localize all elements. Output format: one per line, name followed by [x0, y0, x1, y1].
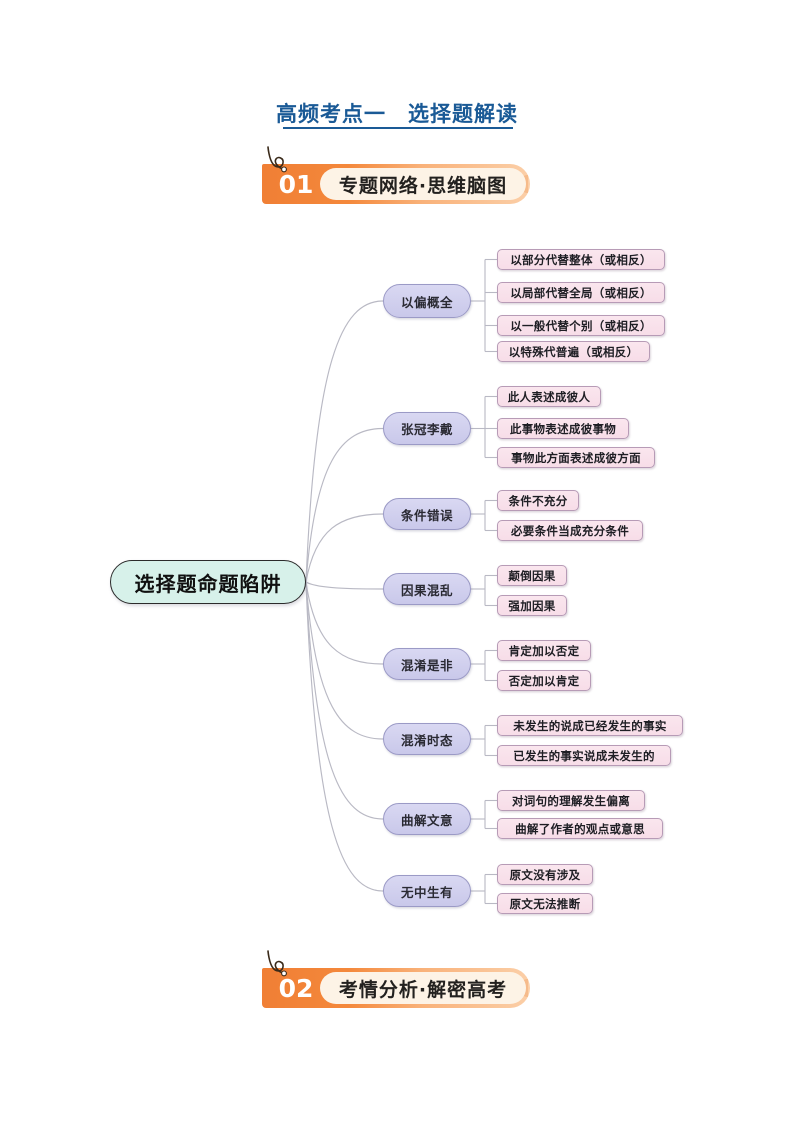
mindmap-leaf-node-8-2-label: 原文无法推断	[509, 896, 581, 911]
mindmap-branch-node-7-label: 曲解文意	[400, 812, 453, 828]
mindmap-leaf-node-5-2: 否定加以肯定	[497, 670, 591, 691]
mindmap-branch-node-1-label: 以偏概全	[400, 294, 453, 310]
mindmap-edge	[305, 581, 384, 590]
mindmap-branch-node-3: 条件错误	[383, 498, 471, 530]
mindmap-leaf-node-1-3-label: 以一般代替个别（或相反）	[510, 318, 652, 333]
mindmap-edge	[305, 581, 384, 665]
mindmap-leaf-node-4-1-label: 颠倒因果	[508, 568, 556, 583]
section-badge-02: 考情分析·解密高考 02	[262, 950, 530, 1008]
mindmap-leaf-node-6-2: 已发生的事实说成未发生的	[497, 745, 671, 766]
mindmap-branch-node-6: 混淆时态	[383, 723, 471, 755]
mindmap-center-node-label: 选择题命题陷阱	[134, 571, 282, 596]
mindmap-branch-node-5: 混淆是非	[383, 648, 471, 680]
section-badge-01: 专题网络·思维脑图 01	[262, 146, 530, 204]
mindmap-leaf-node-1-1-label: 以部分代替整体（或相反）	[510, 252, 652, 267]
ribbon-curl-icon	[267, 950, 287, 977]
section-badge-label: 考情分析·解密高考	[338, 978, 508, 1001]
badge-inner-pill: 考情分析·解密高考	[320, 972, 526, 1004]
mindmap-leaf-node-1-3: 以一般代替个别（或相反）	[497, 315, 665, 336]
mindmap-branch-node-7: 曲解文意	[383, 803, 471, 835]
mindmap-leaf-node-2-2: 此事物表述成彼事物	[497, 418, 629, 439]
mindmap-leaf-node-3-1-label: 条件不充分	[508, 493, 568, 508]
mindmap-leaf-node-2-1: 此人表述成彼人	[497, 386, 601, 407]
mindmap-leaf-node-8-1: 原文没有涉及	[497, 864, 593, 885]
mindmap-edge	[305, 300, 384, 583]
mindmap-leaf-node-3-2-label: 必要条件当成充分条件	[511, 523, 629, 538]
mindmap-leaf-node-1-2-label: 以局部代替全局（或相反）	[510, 285, 652, 300]
badge-inner-pill: 专题网络·思维脑图	[320, 168, 526, 200]
mindmap-branch-node-5-label: 混淆是非	[400, 657, 453, 673]
mindmap-leaf-node-8-1-label: 原文没有涉及	[509, 867, 581, 882]
mindmap-edge	[305, 513, 384, 583]
section-badge-number: 02	[278, 974, 314, 1003]
mindmap-leaf-node-1-2: 以局部代替全局（或相反）	[497, 282, 665, 303]
mindmap-edge	[305, 581, 384, 820]
mindmap-leaf-node-4-2: 强加因果	[497, 595, 567, 616]
mindmap-leaf-node-5-1-label: 肯定加以否定	[508, 643, 580, 658]
mindmap-leaf-node-7-1-label: 对词句的理解发生偏离	[512, 793, 630, 808]
mindmap-leaf-node-5-2-label: 否定加以肯定	[508, 673, 580, 688]
page-title-underline	[283, 127, 513, 129]
mindmap-leaf-node-6-1-label: 未发生的说成已经发生的事实	[513, 718, 667, 733]
mindmap-leaf-node-5-1: 肯定加以否定	[497, 640, 591, 661]
mindmap-leaf-node-1-1: 以部分代替整体（或相反）	[497, 249, 665, 270]
mindmap-leaf-node-7-2: 曲解了作者的观点或意思	[497, 818, 663, 839]
mindmap-branch-node-2-label: 张冠李戴	[400, 422, 453, 437]
mindmap-center-node: 选择题命题陷阱	[110, 560, 306, 604]
section-badge-label: 专题网络·思维脑图	[338, 174, 508, 197]
mindmap-leaf-node-8-2: 原文无法推断	[497, 893, 593, 914]
mindmap-edge	[305, 427, 384, 583]
mindmap-leaf-node-7-1: 对词句的理解发生偏离	[497, 790, 645, 811]
mindmap-leaf-node-4-1: 颠倒因果	[497, 565, 567, 586]
mindmap-leaf-node-3-2: 必要条件当成充分条件	[497, 520, 643, 541]
ribbon-curl-icon	[267, 146, 287, 173]
mindmap-leaf-node-2-2-label: 此事物表述成彼事物	[509, 421, 617, 436]
mindmap-leaf-node-6-2-label: 已发生的事实说成未发生的	[513, 748, 655, 763]
mindmap-leaf-node-7-2-label: 曲解了作者的观点或意思	[515, 821, 645, 836]
section-badge-number: 01	[278, 170, 314, 199]
mindmap-branch-node-1: 以偏概全	[383, 284, 471, 318]
mindmap-leaf-node-1-4-label: 以特殊代普遍（或相反）	[508, 344, 639, 359]
mindmap-leaf-node-2-3: 事物此方面表述成彼方面	[497, 447, 655, 468]
mindmap-branch-node-8-label: 无中生有	[400, 884, 453, 900]
mindmap-branch-node-4: 因果混乱	[383, 573, 471, 605]
mindmap-edge	[305, 581, 384, 740]
mindmap-leaf-node-2-1-label: 此人表述成彼人	[507, 389, 591, 404]
mindmap-leaf-node-3-1: 条件不充分	[497, 490, 579, 511]
mindmap-leaf-node-4-2-label: 强加因果	[508, 598, 556, 613]
mindmap-leaf-node-1-4: 以特殊代普遍（或相反）	[497, 341, 650, 362]
mindmap-branch-node-3-label: 条件错误	[400, 507, 453, 523]
mindmap-branch-node-4-label: 因果混乱	[400, 582, 453, 598]
mindmap-leaf-node-6-1: 未发生的说成已经发生的事实	[497, 715, 683, 736]
mindmap-branch-node-6-label: 混淆时态	[400, 732, 453, 748]
mindmap-leaf-node-2-3-label: 事物此方面表述成彼方面	[511, 450, 641, 465]
mindmap-branch-node-8: 无中生有	[383, 875, 471, 907]
page-title: 高频考点一 选择题解读	[276, 101, 518, 126]
mindmap-branch-node-2: 张冠李戴	[383, 412, 471, 445]
mindmap-edge	[305, 581, 384, 892]
